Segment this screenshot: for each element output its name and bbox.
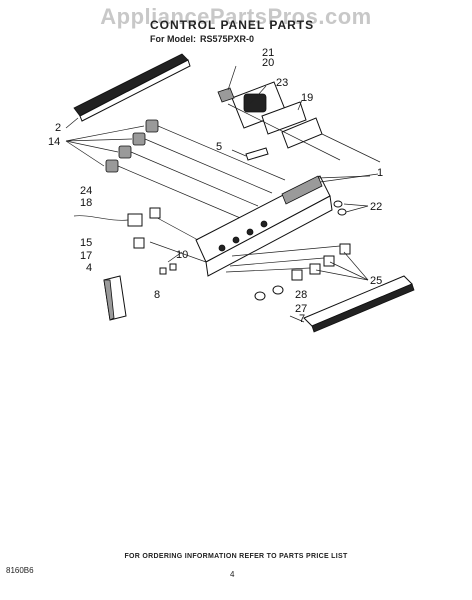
callout-10: 10 — [176, 249, 188, 261]
callout-20: 20 — [262, 57, 274, 69]
ordering-info: FOR ORDERING INFORMATION REFER TO PARTS … — [124, 553, 348, 560]
part-switches — [73, 207, 161, 249]
callout-1: 1 — [377, 167, 383, 179]
callout-5: 5 — [216, 141, 222, 153]
callout-22: 22 — [370, 201, 382, 213]
part-infinite-switches — [225, 243, 351, 281]
callout-7: 7 — [299, 313, 305, 325]
part-selector-knob — [231, 147, 269, 161]
part-clock-assembly — [217, 81, 323, 149]
part-bottom-knobs — [254, 285, 284, 301]
callout-27: 27 — [295, 303, 307, 315]
part-screws — [159, 251, 183, 275]
part-side-bracket — [103, 275, 127, 321]
page-number: 4 — [230, 570, 235, 579]
drawing-number: 8160B6 — [6, 566, 34, 575]
model-line: For Model: RS575PXR-0 — [150, 34, 258, 44]
callout-2: 2 — [55, 122, 61, 134]
callout-23: 23 — [276, 77, 288, 89]
watermark: AppliancePartsPros.com — [100, 4, 372, 29]
callout-19: 19 — [301, 92, 313, 104]
callout-28: 28 — [295, 289, 307, 301]
model-number: RS575PXR-0 — [200, 34, 255, 44]
callout-24: 24 — [80, 185, 92, 197]
callout-25: 25 — [370, 275, 382, 287]
callout-4: 4 — [86, 262, 92, 274]
model-label: For Model: — [150, 34, 196, 44]
part-trim-strip-top — [73, 53, 191, 122]
part-knobs-right — [333, 200, 347, 216]
callout-17: 17 — [80, 250, 92, 262]
part-trim-strip-bottom — [289, 275, 415, 333]
callout-14: 14 — [48, 136, 60, 148]
part-control-panel — [195, 175, 333, 277]
diagram-title: CONTROL PANEL PARTS — [150, 18, 315, 32]
callout-leader-lines — [65, 65, 379, 281]
callout-18: 18 — [80, 197, 92, 209]
callout-21: 21 — [262, 47, 274, 59]
clock-leader-lines — [227, 103, 381, 163]
callout-8: 8 — [154, 289, 160, 301]
knob-leader-lines — [117, 125, 286, 221]
part-knobs — [105, 119, 159, 173]
callout-15: 15 — [80, 237, 92, 249]
